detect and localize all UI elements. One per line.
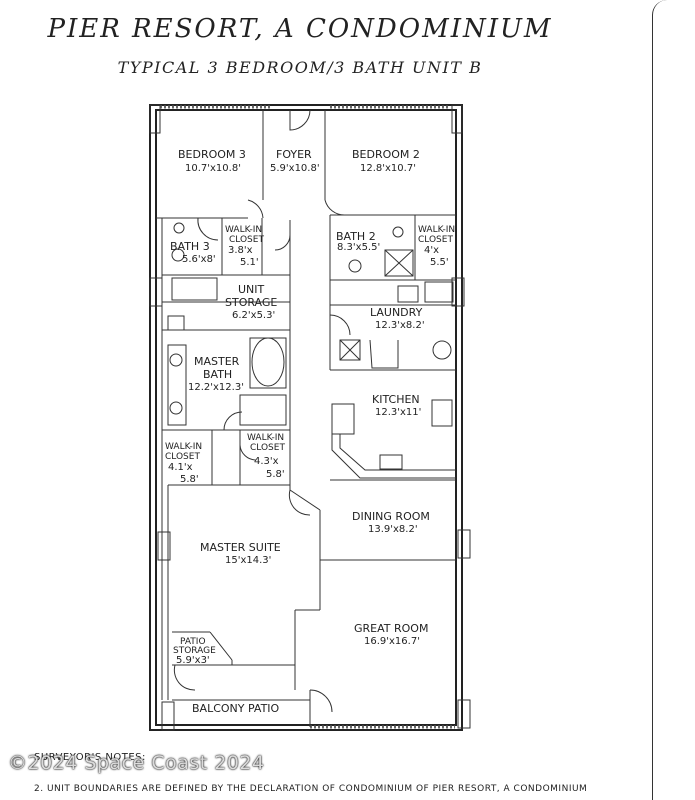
svg-text:CLOSET: CLOSET xyxy=(250,443,285,453)
room-master-bath: MASTER BATH 12.2'x12.3' xyxy=(188,355,244,393)
plan-subtitle: TYPICAL 3 BEDROOM/3 BATH UNIT B xyxy=(117,58,483,77)
svg-text:4'x: 4'x xyxy=(424,245,439,256)
svg-text:5.6'x8': 5.6'x8' xyxy=(182,254,216,265)
svg-text:16.9'x16.7': 16.9'x16.7' xyxy=(364,636,420,647)
room-bath-3: BATH 3 5.6'x8' xyxy=(170,240,216,265)
svg-text:12.3'x11': 12.3'x11' xyxy=(375,407,421,418)
room-bedroom-2: BEDROOM 2 12.8'x10.7' xyxy=(352,148,420,174)
svg-text:WALK-IN: WALK-IN xyxy=(225,225,262,235)
svg-text:5.5': 5.5' xyxy=(430,257,449,268)
room-patio-storage: PATIO STORAGE 5.9'x3' xyxy=(173,637,216,666)
room-kitchen: KITCHEN 12.3'x11' xyxy=(372,393,421,418)
svg-text:12.8'x10.7': 12.8'x10.7' xyxy=(360,163,416,174)
svg-text:KITCHEN: KITCHEN xyxy=(372,393,420,406)
svg-text:15'x14.3': 15'x14.3' xyxy=(225,555,271,566)
svg-text:6.2'x5.3': 6.2'x5.3' xyxy=(232,310,275,321)
svg-text:13.9'x8.2': 13.9'x8.2' xyxy=(368,524,418,535)
watermark: ©2024 Space Coast 2024 xyxy=(8,752,265,774)
svg-text:GREAT ROOM: GREAT ROOM xyxy=(354,622,428,635)
svg-text:UNIT: UNIT xyxy=(238,283,265,296)
svg-text:FOYER: FOYER xyxy=(276,148,312,161)
svg-text:LAUNDRY: LAUNDRY xyxy=(370,306,423,319)
plan-title: PIER RESORT, A CONDOMINIUM xyxy=(47,14,553,44)
svg-text:BATH 2: BATH 2 xyxy=(336,230,376,243)
svg-text:MASTER SUITE: MASTER SUITE xyxy=(200,541,281,554)
room-unit-storage: UNIT STORAGE 6.2'x5.3' xyxy=(225,283,277,321)
room-master-suite: MASTER SUITE 15'x14.3' xyxy=(200,541,281,566)
room-laundry: LAUNDRY 12.3'x8.2' xyxy=(370,306,425,331)
svg-text:WALK-IN: WALK-IN xyxy=(247,433,284,443)
room-bedroom-3: BEDROOM 3 10.7'x10.8' xyxy=(178,148,246,174)
svg-text:CLOSET: CLOSET xyxy=(229,235,264,245)
room-closet-master-1: WALK-IN CLOSET 4.1'x 5.8' xyxy=(165,442,202,485)
svg-text:12.2'x12.3': 12.2'x12.3' xyxy=(188,382,244,393)
svg-text:BATH: BATH xyxy=(203,368,232,381)
kitchen-counter xyxy=(331,399,456,479)
notes-heading: SURVEYOR'S NOTES: xyxy=(34,752,146,763)
room-bath-2: BATH 2 8.3'x5.5' xyxy=(336,230,380,253)
room-balcony-patio: BALCONY PATIO xyxy=(192,702,280,715)
svg-text:3.8'x: 3.8'x xyxy=(228,245,253,256)
room-closet-bedroom-2: WALK-IN CLOSET 4'x 5.5' xyxy=(418,225,455,268)
svg-text:BEDROOM 2: BEDROOM 2 xyxy=(352,148,420,161)
room-closet-master-2: WALK-IN CLOSET 4.3'x 5.8' xyxy=(247,433,285,480)
svg-text:5.9'x10.8': 5.9'x10.8' xyxy=(270,163,320,174)
svg-text:BATH 3: BATH 3 xyxy=(170,240,210,253)
room-dining-room: DINING ROOM 13.9'x8.2' xyxy=(352,510,430,535)
svg-text:8.3'x5.5': 8.3'x5.5' xyxy=(337,242,380,253)
svg-text:DINING ROOM: DINING ROOM xyxy=(352,510,430,523)
svg-text:WALK-IN: WALK-IN xyxy=(418,225,455,235)
svg-text:PATIO: PATIO xyxy=(180,637,206,647)
svg-text:10.7'x10.8': 10.7'x10.8' xyxy=(185,163,241,174)
svg-text:4.1'x: 4.1'x xyxy=(168,462,193,473)
svg-text:BALCONY PATIO: BALCONY PATIO xyxy=(192,702,280,715)
room-foyer: FOYER 5.9'x10.8' xyxy=(270,148,320,174)
door-swings xyxy=(173,109,399,713)
room-closet-bedroom-3: WALK-IN CLOSET 3.8'x 5.1' xyxy=(225,225,264,268)
svg-text:5.8': 5.8' xyxy=(266,469,285,480)
fixtures xyxy=(167,222,454,426)
svg-text:CLOSET: CLOSET xyxy=(165,452,200,462)
svg-text:WALK-IN: WALK-IN xyxy=(165,442,202,452)
page-edge xyxy=(652,0,667,800)
room-great-room: GREAT ROOM 16.9'x16.7' xyxy=(354,622,428,647)
svg-text:STORAGE: STORAGE xyxy=(225,296,277,309)
outer-walls xyxy=(149,104,463,731)
notes-line-2: 2. UNIT BOUNDARIES ARE DEFINED BY THE DE… xyxy=(34,784,588,794)
svg-text:4.3'x: 4.3'x xyxy=(254,456,279,467)
svg-text:12.3'x8.2': 12.3'x8.2' xyxy=(375,320,425,331)
interior-walls xyxy=(156,110,456,727)
svg-text:5.8': 5.8' xyxy=(180,474,199,485)
svg-text:CLOSET: CLOSET xyxy=(418,235,453,245)
svg-text:5.9'x3': 5.9'x3' xyxy=(176,655,210,666)
svg-text:STORAGE: STORAGE xyxy=(173,646,216,656)
svg-text:MASTER: MASTER xyxy=(194,355,240,368)
svg-text:BEDROOM 3: BEDROOM 3 xyxy=(178,148,246,161)
svg-text:5.1': 5.1' xyxy=(240,257,259,268)
